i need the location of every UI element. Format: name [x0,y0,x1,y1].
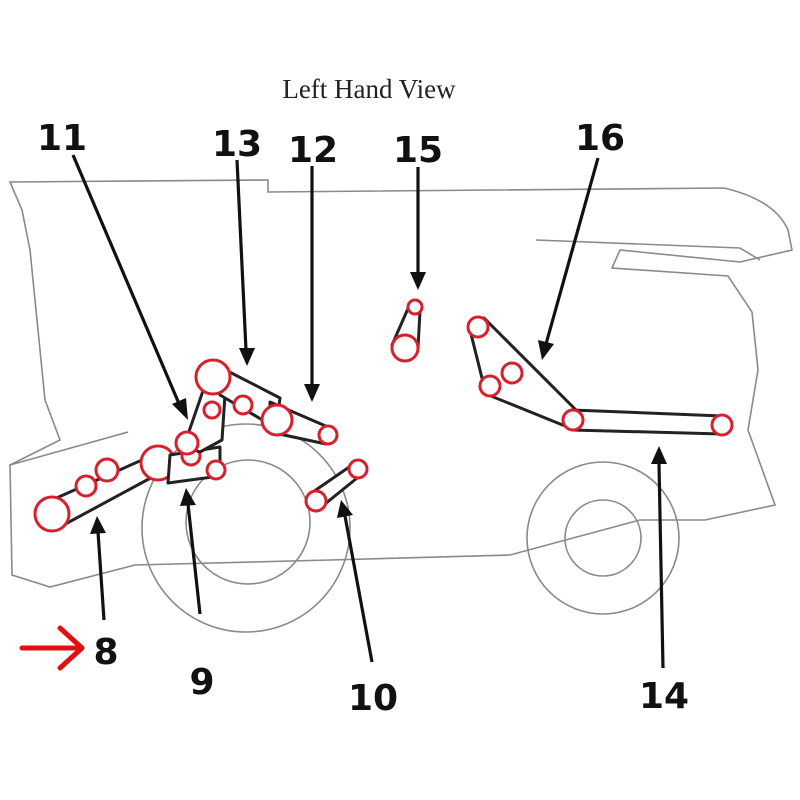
pulley-15b [390,333,420,363]
pulley-10a [304,489,328,513]
leader-10 [343,515,374,663]
pulley-16b [478,374,502,398]
belt-11-drive [174,383,227,456]
belt-9-drive [166,445,227,485]
pulley-14a [561,408,585,432]
pulley-8c [94,457,120,483]
belt-13-drive [194,358,282,430]
pulley-15a [406,298,424,316]
arrowhead-14 [651,446,667,464]
pulley-8b [74,474,98,498]
pulley-10b [347,458,369,480]
belt-15-drive [390,298,424,363]
pulley-13b [232,394,254,416]
front-wheel-outer [141,423,351,633]
leader-9 [186,503,202,615]
combine-outline [8,179,793,633]
red-arrow-right-icon [19,625,85,671]
callout-10: 10 [348,678,398,719]
callout-11: 11 [37,118,87,159]
callout-9: 9 [189,662,214,703]
arrowhead-15 [410,272,426,290]
pulley-13a [194,358,232,396]
leader-13 [235,159,248,351]
rear-wheel-inner [564,499,642,577]
belt-14-drive [561,408,734,437]
leader-16 [544,157,600,345]
callout-14: 14 [639,676,689,717]
diagram-title: Left Hand View [282,74,456,104]
callout-16: 16 [575,118,625,159]
leader-lines [71,154,667,669]
leader-11 [71,154,182,407]
callout-8: 8 [93,632,118,673]
pulley-12b [317,424,339,446]
leader-14 [657,463,665,669]
arrowhead-11 [172,398,188,420]
arrowhead-12 [304,384,320,402]
feeder-house-line [9,431,129,466]
arrowhead-8 [90,516,106,534]
arrowhead-10 [337,500,353,518]
belt-12-drive [260,400,339,446]
belt-10-drive [304,458,369,513]
belt-14 [570,408,724,436]
rear-wheel-outer [526,461,680,615]
belt-8-drive [33,444,177,533]
callout-12: 12 [288,130,338,171]
grain-tank-lip [535,239,761,261]
pulley-16a [466,315,490,339]
callout-13: 13 [212,124,262,165]
arrowhead-13 [239,348,255,366]
callout-15: 15 [393,130,443,171]
pulley-12a [260,403,294,437]
pulley-14b [710,413,734,437]
callout-labels: 11 13 12 15 16 8 9 10 14 [37,118,689,719]
cab-body-outline [8,179,793,588]
pulley-9b [205,459,227,481]
pulley-16c [500,361,524,385]
arrowhead-9 [180,488,196,506]
front-wheel-inner [185,459,311,585]
pulley-8a [33,495,71,533]
arrowhead-16 [538,340,554,360]
pulley-11a [174,430,200,456]
belt-16-drive [466,315,580,430]
pulley-11b [202,400,222,420]
leader-8 [96,531,106,621]
